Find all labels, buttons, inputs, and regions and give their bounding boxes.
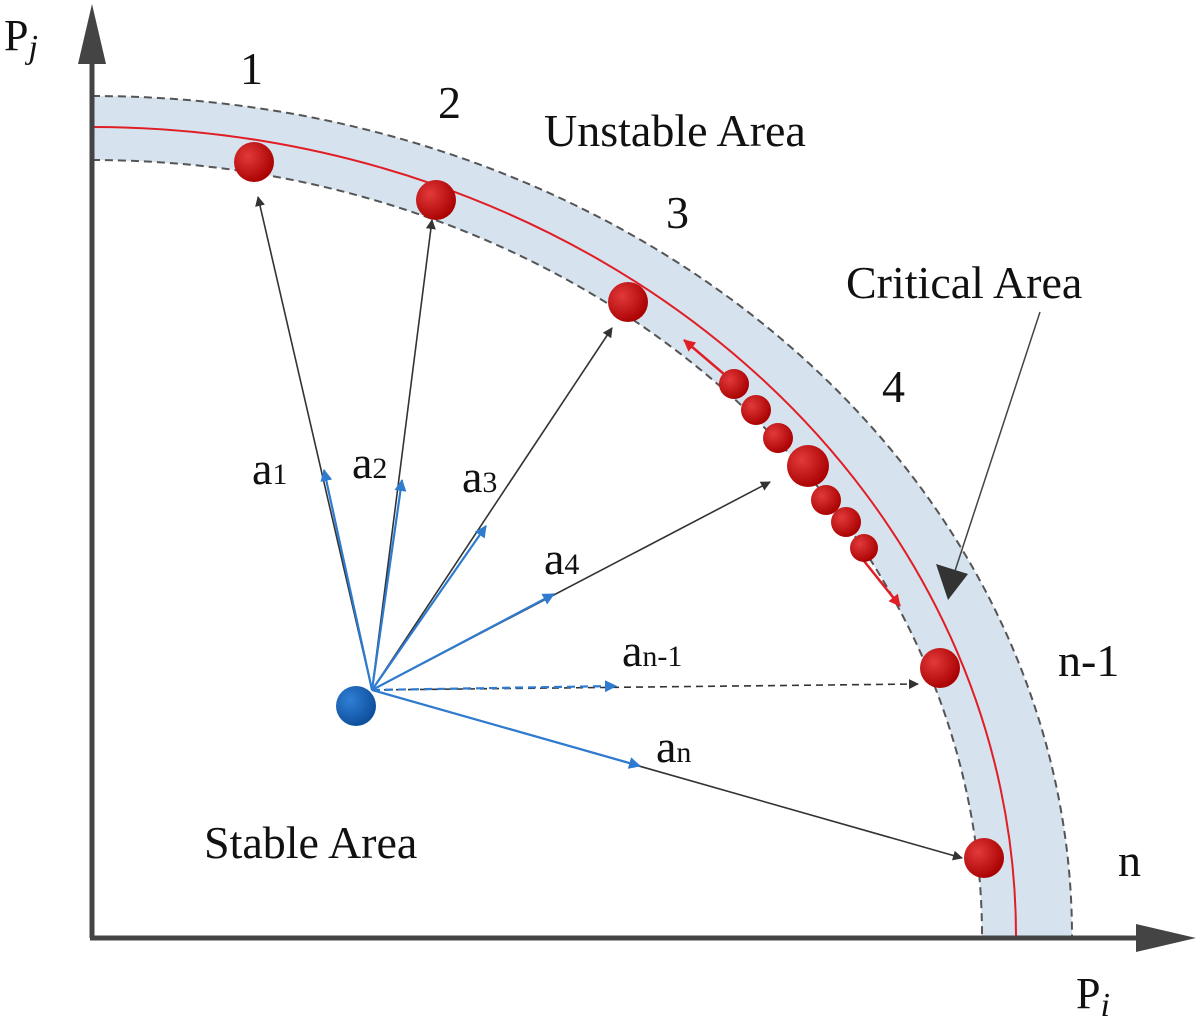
y-axis-label: Pj — [4, 11, 38, 66]
critical-point-n — [964, 838, 1004, 878]
y-axis-arrowhead — [78, 4, 106, 64]
vector-label-a3: a3 — [462, 451, 497, 502]
critical-area-label: Critical Area — [846, 257, 1082, 308]
point-label-3: 3 — [666, 187, 689, 238]
vector-label-a2: a2 — [352, 437, 387, 488]
direction-vector-n-1 — [371, 680, 617, 693]
stable-area-label: Stable Area — [204, 817, 417, 868]
x-axis-arrowhead — [1136, 924, 1196, 952]
search-arrow-down — [859, 555, 901, 607]
critical-point-3 — [608, 282, 648, 322]
band-outer-dashed — [91, 95, 1073, 937]
critical-area-pointer — [951, 311, 1041, 581]
vector-label-a4: a4 — [544, 533, 579, 584]
stability-boundary — [91, 126, 1017, 937]
direction-vector-n — [371, 688, 641, 769]
search-dot — [831, 507, 861, 537]
extension-arrow-2 — [371, 219, 436, 691]
direction-vector-2 — [370, 479, 407, 691]
search-dot — [719, 369, 749, 399]
critical-point-1 — [234, 142, 274, 182]
critical-area-pointer-head — [936, 564, 968, 600]
direction-vector-1 — [320, 469, 374, 691]
search-dot — [811, 485, 841, 515]
critical-point-n-1 — [920, 648, 960, 688]
extension-arrow-3 — [371, 327, 613, 691]
point-label-1: 1 — [240, 43, 263, 94]
direction-vector-4 — [371, 593, 555, 691]
critical-band — [92, 96, 1072, 936]
critical-point-2 — [416, 180, 456, 220]
search-dot — [850, 534, 878, 562]
point-label-4: 4 — [882, 361, 905, 412]
search-dot — [741, 395, 771, 425]
x-axis-label: Pi — [1076, 969, 1110, 1022]
vector-label-an: an — [656, 721, 691, 772]
unstable-area-label: Unstable Area — [544, 105, 806, 156]
point-label-n-1: n-1 — [1058, 635, 1119, 686]
direction-vector-3 — [371, 525, 487, 691]
operating-point — [336, 686, 376, 726]
search-dot — [763, 423, 793, 453]
vector-label-a1: a1 — [252, 443, 287, 494]
point-label-n: n — [1118, 835, 1141, 886]
vector-label-an-1: an-1 — [622, 625, 682, 676]
point-label-2: 2 — [438, 77, 461, 128]
search-dot — [787, 445, 829, 487]
